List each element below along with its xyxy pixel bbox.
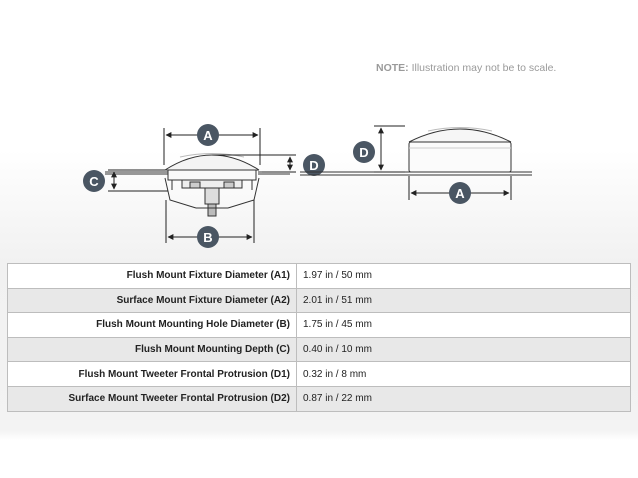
surface-mount-drawing (300, 127, 532, 176)
spec-label: Flush Mount Tweeter Frontal Protrusion (… (7, 361, 297, 387)
spec-value: 1.75 in / 45 mm (296, 312, 631, 338)
badge-c: C (83, 170, 105, 192)
scale-note: NOTE: Illustration may not be to scale. (376, 62, 556, 74)
badge-d-surface: D (353, 141, 375, 163)
table-row: Flush Mount Tweeter Frontal Protrusion (… (7, 361, 631, 387)
svg-text:B: B (203, 230, 212, 245)
dimension-d-flush (212, 154, 296, 173)
table-row: Surface Mount Tweeter Frontal Protrusion… (7, 385, 631, 412)
svg-text:D: D (359, 145, 368, 160)
dimension-diagram: A B C D (83, 124, 532, 248)
note-label: NOTE: (376, 62, 409, 74)
spec-label: Flush Mount Mounting Depth (C) (7, 336, 297, 363)
spec-value: 0.87 in / 22 mm (296, 385, 631, 412)
badge-a-flush: A (197, 124, 219, 146)
dimension-d-surface (374, 125, 405, 173)
specifications-table: Flush Mount Fixture Diameter (A1) 1.97 i… (7, 263, 631, 412)
spec-value: 0.32 in / 8 mm (296, 361, 631, 387)
note-text: Illustration may not be to scale. (411, 62, 557, 74)
spec-label: Surface Mount Tweeter Frontal Protrusion… (7, 385, 297, 412)
badge-b: B (197, 226, 219, 248)
table-row: Surface Mount Fixture Diameter (A2) 2.01… (7, 287, 631, 314)
badge-a-surface: A (449, 182, 471, 204)
spec-value: 0.40 in / 10 mm (296, 336, 631, 363)
badge-d-flush: D (303, 154, 325, 176)
svg-text:C: C (89, 174, 99, 189)
svg-text:A: A (455, 186, 465, 201)
spec-value: 2.01 in / 51 mm (296, 287, 631, 314)
spec-label: Surface Mount Fixture Diameter (A2) (7, 287, 297, 314)
spec-value: 1.97 in / 50 mm (296, 263, 631, 289)
table-row: Flush Mount Mounting Hole Diameter (B) 1… (7, 312, 631, 338)
spec-label: Flush Mount Mounting Hole Diameter (B) (7, 312, 297, 338)
dimension-c (108, 169, 168, 192)
flush-mount-drawing (105, 153, 290, 217)
table-row: Flush Mount Fixture Diameter (A1) 1.97 i… (7, 263, 631, 289)
table-row: Flush Mount Mounting Depth (C) 0.40 in /… (7, 336, 631, 363)
svg-text:D: D (309, 158, 318, 173)
spec-label: Flush Mount Fixture Diameter (A1) (7, 263, 297, 289)
svg-text:A: A (203, 128, 213, 143)
